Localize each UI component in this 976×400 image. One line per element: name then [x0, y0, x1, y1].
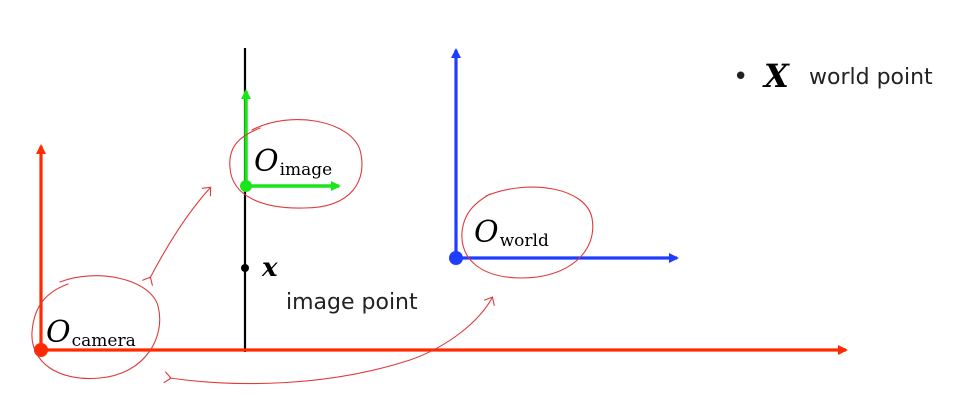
camera-frame: [34, 144, 848, 357]
world-origin-label: Oworld: [474, 215, 549, 251]
image-frame: [240, 89, 341, 192]
camera-origin-label: Ocamera: [46, 315, 136, 351]
camera-origin-dot: [34, 343, 48, 357]
image-origin-circle: [229, 119, 363, 209]
world-origin-circle: [461, 186, 594, 279]
camera-image-arrow: [150, 188, 210, 278]
image-point-symbol: x: [261, 253, 278, 283]
world-origin-dot: [449, 251, 463, 265]
legend-text: world point: [809, 65, 933, 90]
image-point-label: image point: [286, 290, 418, 315]
image-origin-label: Oimage: [254, 144, 332, 180]
legend-bullet: •: [733, 62, 748, 92]
image-origin-dot: [240, 180, 252, 192]
image-point-dot: [241, 264, 249, 272]
world-frame: [449, 48, 679, 265]
hand-drawn-annotations: [31, 119, 594, 385]
legend-world-point: • X world point: [733, 57, 933, 95]
camera-world-arrow: [170, 298, 492, 385]
legend-symbol: X: [762, 57, 790, 95]
camera-origin-circle: [31, 275, 161, 380]
